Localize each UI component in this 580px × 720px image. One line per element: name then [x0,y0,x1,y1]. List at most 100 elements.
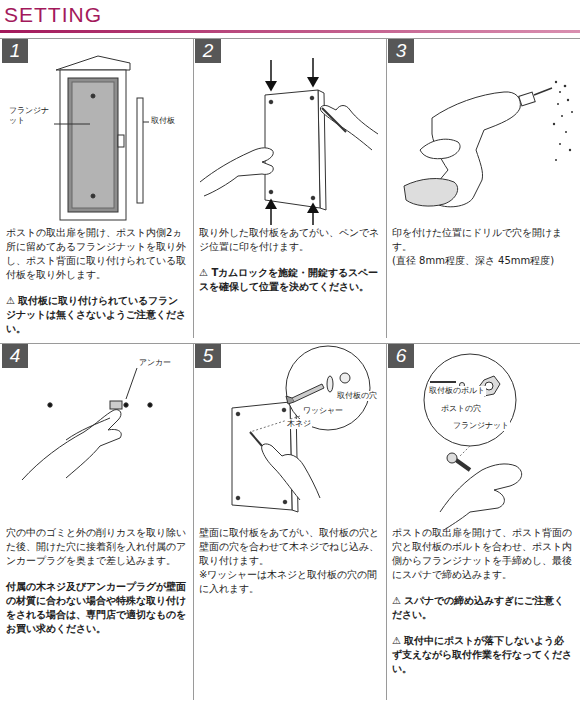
step-text: ポストの取出扉を開け、ポスト内側2ヵ所に留めてあるフランジナットを取り外し、ポス… [0,226,193,282]
drill-drawing-part [519,92,535,106]
anchor-drawing-part [22,410,121,480]
drill-drawing [404,81,573,207]
plate-marking-drawing-part [312,204,314,225]
screwing-drawing-part [286,396,294,404]
panel-frame-part [386,38,387,338]
plate-marking-drawing [200,58,378,225]
bolt-nut-drawing-part [424,354,516,446]
post-drawing-part [72,82,114,208]
screwing-drawing [232,346,370,512]
plate-marking-drawing-part [310,96,314,100]
post-drawing-part [56,56,130,70]
part-label: フランジナット [8,106,50,126]
step-number: 6 [388,344,414,368]
step-number: 4 [2,344,28,368]
post-drawing [54,56,149,220]
post-drawing-part [118,135,124,147]
art-part-part [559,91,561,93]
title-underline-part [0,30,580,33]
plate-marking-drawing-part [312,58,314,86]
step-text: 取り外した取付板をあてがい、ペンでネジ位置に印を付けます。 [193,226,386,254]
plate-marking-drawing-part [265,90,320,208]
art-part-part [564,85,567,88]
step-text: ポストの取出扉を開けて、ポスト背面の穴と取付板のボルトを合わせ、ポスト内側からフ… [386,526,580,582]
bolt-nut-drawing-part [430,381,456,383]
art-part-part [555,159,557,161]
step-text: 穴の中のゴミと外の削りカスを取り除いた後、開けた穴に接着剤を入れ付属のアンカープ… [0,526,193,568]
anchor-drawing-part [66,418,110,440]
step-number: 1 [2,39,28,63]
callout-number: 2 [203,40,214,61]
drill-drawing-part [534,88,552,95]
step-number: 3 [388,39,414,63]
part-label: 取付板の穴 [336,391,378,401]
art-part-part [561,115,563,117]
step-panel: 取り外した取付板をあてがい、ペンでネジ位置に印を付けます。 ⚠ Tカムロックを施錠… [193,38,386,338]
art-part-part [555,81,557,83]
screwing-drawing-part [340,373,350,383]
anchor-drawing-part [48,403,52,407]
callout-number: 4 [10,345,21,366]
bolt-nut-drawing [424,354,522,530]
art-part-part [559,143,561,145]
drill-drawing-part [420,139,460,159]
bolt-nut-drawing-part [456,460,470,470]
post-drawing-part [91,94,95,98]
part-label: ポストの穴 [440,404,482,414]
caution-note: ⚠ 取付板に取り付けられているフランジナットは無くさないようご注意ください。 [0,294,193,336]
panel-frame-part [0,38,580,39]
anchor-drawing-part [126,368,137,399]
step-panel: 穴の中のゴミと外の削りカスを取り除いた後、開けた穴に接着剤を入れ付属のアンカープ… [0,343,193,703]
screwing-drawing-part [236,412,240,416]
panel-frame-part [0,343,580,344]
callout-number: 6 [396,345,407,366]
plate-marking-drawing-part [269,190,273,194]
plate-marking-drawing-part [270,60,272,90]
post-drawing-part [68,78,118,212]
step-panel: ポストの取出扉を開け、ポスト内側2ヵ所に留めてあるフランジナットを取り外し、ポス… [0,38,193,338]
step-panel: ポストの取出扉を開けて、ポスト背面の穴と取付板のボルトを合わせ、ポスト内側からフ… [386,343,580,703]
plate-marking-drawing-part [270,200,272,225]
callout-number: 1 [10,40,21,61]
post-drawing-part [91,194,95,198]
part-label: ワッシャー [302,406,344,416]
anchor-drawing [22,368,152,480]
page-title: SETTING [4,3,102,27]
anchor-drawing-part [148,403,152,407]
art-part [553,81,573,161]
screwing-drawing-part [292,384,324,402]
anchor-drawing-part [124,403,128,407]
bolt-nut-drawing-part [485,382,493,390]
step-text: 壁面に取付板をあてがい、取付板の穴と壁面の穴を合わせて木ネジでねじ込み、取り付け… [193,526,386,568]
post-drawing-part [143,122,149,123]
caution-note: ⚠ Tカムロックを施錠・開錠するスペースを確保して位置を決めてください。 [193,266,386,294]
step-text: ※ワッシャーは木ネジと取付板の穴の間に入れます。 [193,568,386,596]
caution-note: ⚠ 取付中にポストが落下しないよう必ず支えながら取付作業を行なってください。 [386,634,580,676]
screwing-drawing-part [327,376,333,392]
screwing-drawing-part [250,432,262,446]
art-part-part [557,103,559,105]
plate-marking-drawing-part [320,105,378,150]
step-panel: 印を付けた位置にドリルで穴を開けます。(直径 8mm程度、深さ 45mm程度)3 [386,38,580,338]
art-part-part [571,111,573,113]
plate-marking-drawing-part [269,100,273,104]
part-label: アンカー [138,358,172,368]
bolt-nut-drawing-part [447,453,457,463]
caution-note: 付属の木ネジ及びアンカープラグが壁面の材質に合わない場合や特殊な取り付けをされる… [0,580,193,636]
art-part-part [567,99,569,101]
step-number: 2 [195,39,221,63]
post-drawing-part [54,124,90,125]
bolt-nut-drawing-part [460,446,470,456]
screwing-drawing-part [262,444,320,500]
art-part-part [565,131,567,133]
step-number: 5 [195,344,221,368]
screwing-drawing-part [283,500,287,504]
panel-frame-part [386,343,387,700]
part-label: 木ネジ [286,419,312,429]
part-label: 取付板 [150,116,176,126]
callout-number: 3 [396,40,407,61]
title-underline [0,30,580,33]
art-part-part [569,149,571,151]
bolt-nut-drawing-part [440,464,522,530]
